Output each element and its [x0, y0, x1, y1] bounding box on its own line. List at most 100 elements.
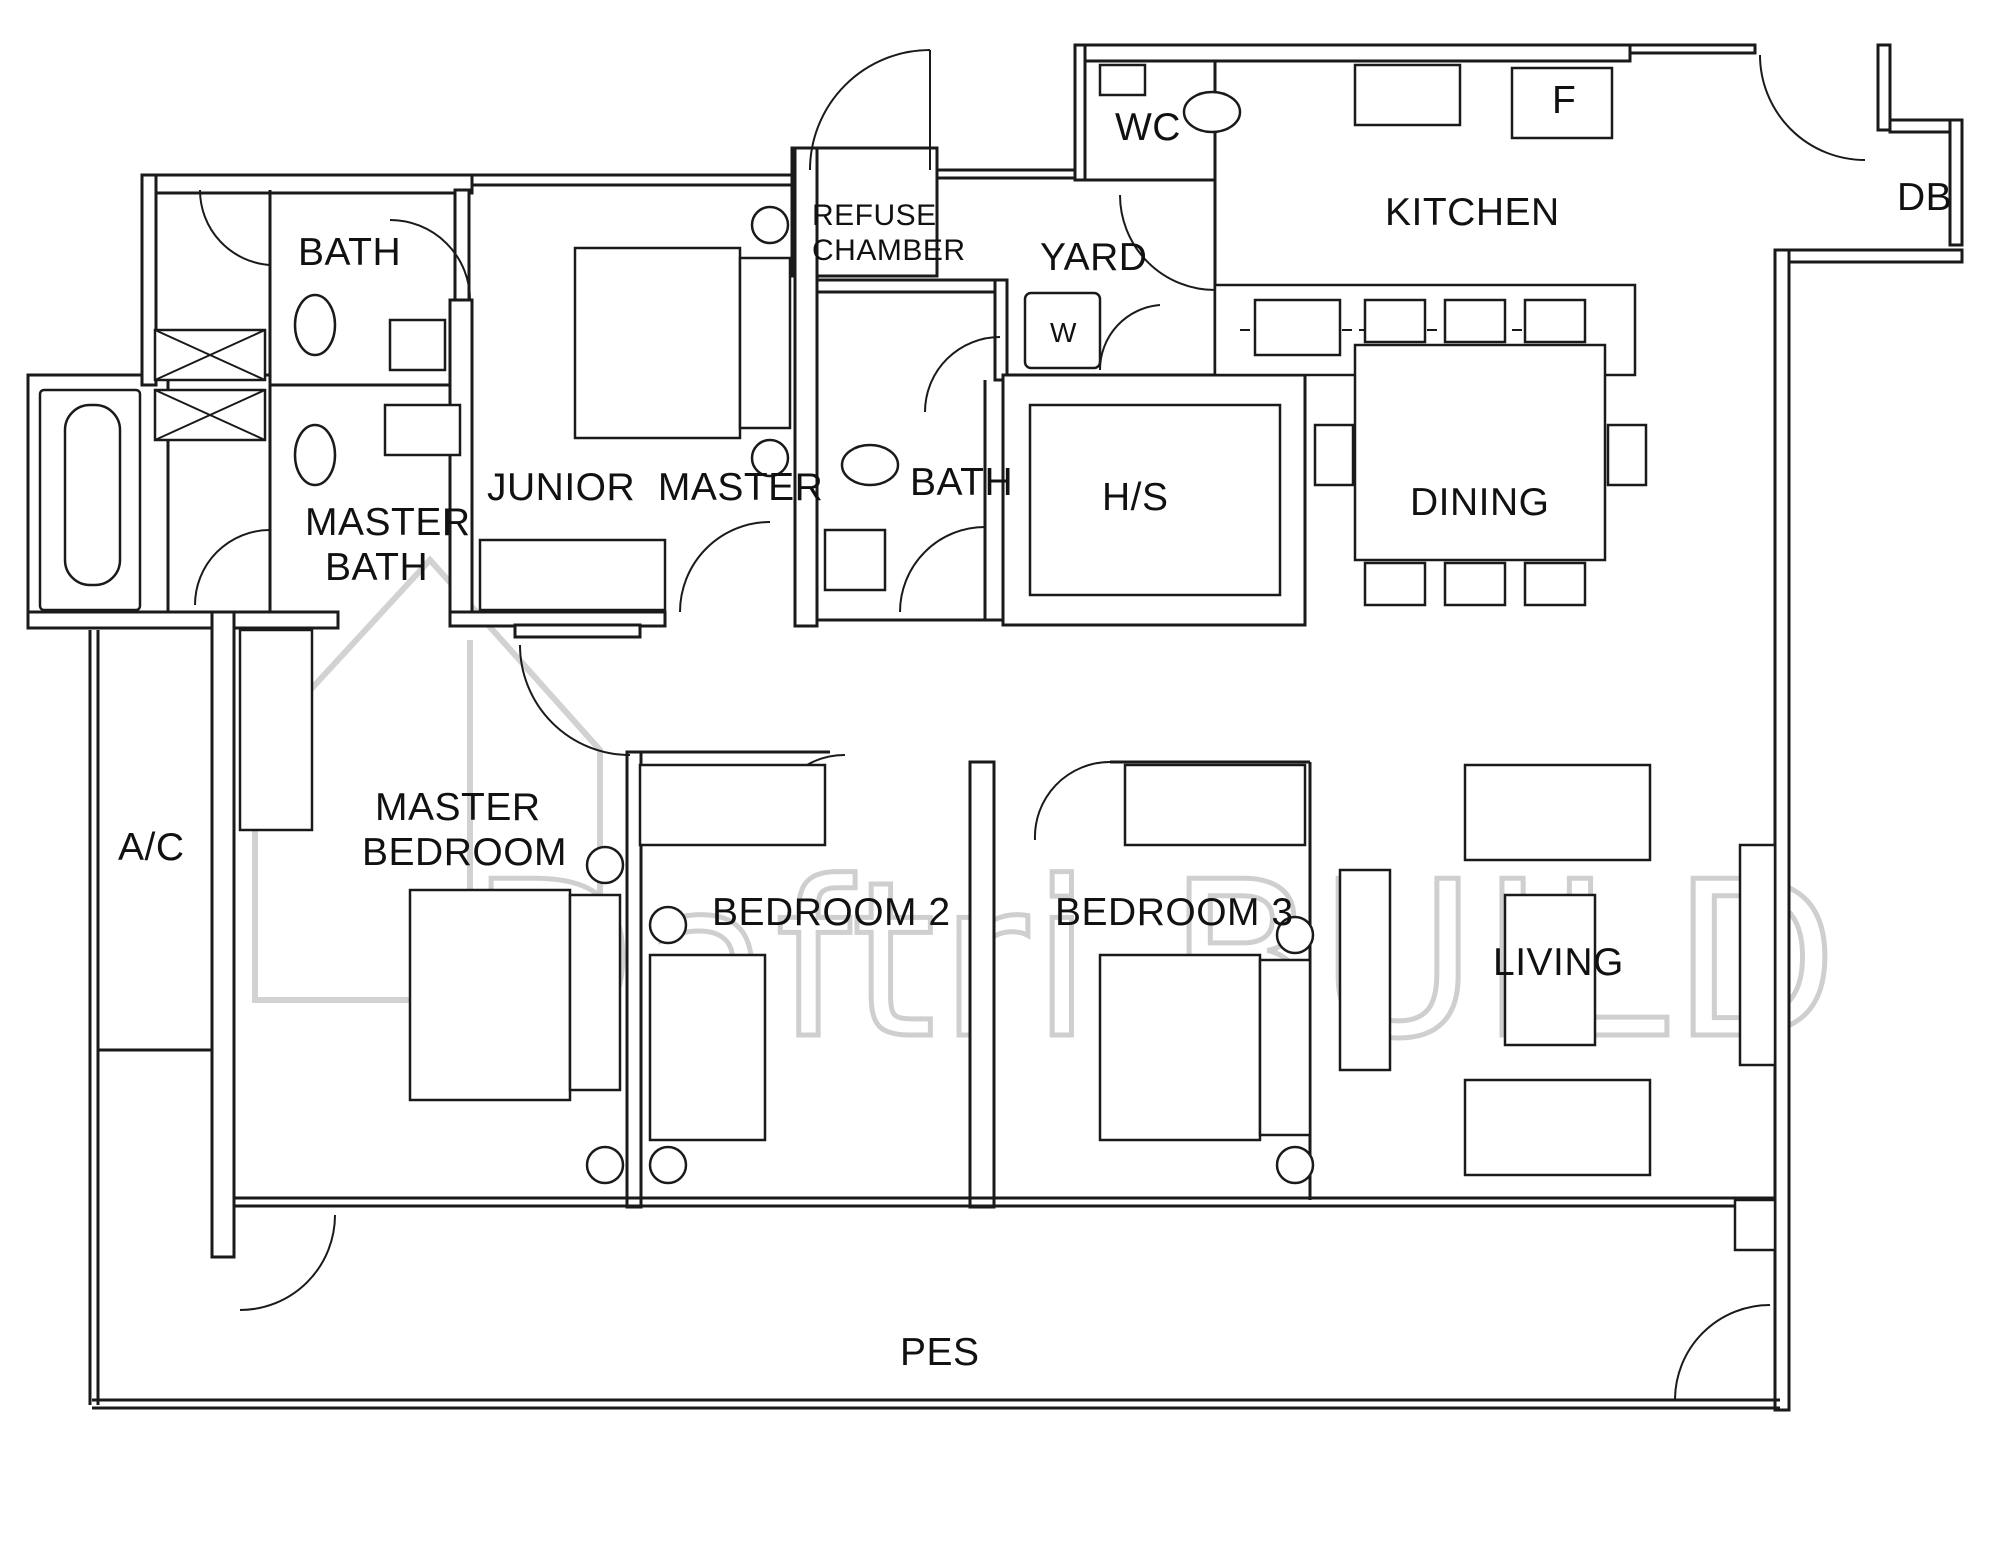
living-sofa	[1338, 868, 1392, 1072]
db-bottom-wall	[1773, 248, 1964, 264]
bedroom3-door-arc	[1033, 761, 1111, 841]
junior-master-pillows	[738, 256, 792, 430]
toilet-wc	[1182, 90, 1242, 134]
bath-right-wall	[453, 188, 471, 302]
junior-wardrobe	[478, 538, 667, 612]
bedroom3-lamp-1	[1275, 915, 1315, 955]
dining-chair-3	[1523, 298, 1587, 344]
wc-left-wall	[1073, 43, 1087, 182]
dining-table	[1353, 343, 1607, 562]
db-right-wall	[1948, 118, 1964, 247]
sink-bath-middle	[823, 528, 887, 592]
bedroom3-lamp-2	[1275, 1145, 1315, 1185]
master-bath-door-arc	[194, 529, 271, 606]
bath-top-wall	[140, 173, 474, 195]
label-pes: PES	[900, 1331, 980, 1374]
bath-door-arc-2	[389, 219, 471, 301]
right-outer-wall	[1773, 248, 1791, 1412]
label-fridge: F	[1552, 79, 1576, 122]
junior-lamp-2	[750, 438, 790, 478]
db-top-wall	[1888, 118, 1957, 134]
bedroom2-wardrobe	[638, 763, 827, 847]
kitchen-top-wall	[1073, 43, 1632, 63]
sink-bath	[388, 318, 447, 372]
sink-wc	[1098, 63, 1147, 97]
shower-2-cross-b	[154, 389, 266, 441]
label-master-bedroom-1: MASTER	[375, 786, 541, 829]
pes-door-arc-right	[1674, 1304, 1771, 1401]
pes-door-arc-left	[239, 1214, 336, 1311]
dining-chair-7	[1313, 423, 1355, 487]
shower-1-cross-b	[154, 329, 266, 381]
dining-chair-8	[1606, 423, 1648, 487]
living-armchairs-bottom	[1463, 1078, 1652, 1177]
kitchen-sink	[1253, 298, 1342, 357]
junior-door-arc	[679, 521, 771, 613]
label-master-bath-1: MASTER	[305, 501, 471, 544]
bathtub-basin	[63, 403, 122, 587]
bedroom2-lamp-2	[648, 1145, 688, 1185]
label-living: LIVING	[1493, 941, 1624, 984]
furniture	[38, 63, 1777, 1252]
yard-top-wall	[935, 168, 1079, 180]
junior-lamp-1	[750, 205, 790, 245]
room-labels: BATH MASTER BATH JUNIOR MASTER REFUSE CH…	[118, 79, 1952, 1374]
bath-middle-top-wall	[815, 278, 1004, 294]
master-bed	[408, 888, 572, 1102]
master-bedroom-door-arc	[519, 644, 631, 756]
label-refuse-2: CHAMBER	[812, 234, 966, 267]
junior-master-top-wall	[470, 173, 794, 187]
bedroom3-bed	[1098, 953, 1262, 1142]
master-lamp-1	[585, 845, 625, 885]
label-bath-middle: BATH	[910, 461, 1013, 504]
label-dining: DINING	[1410, 481, 1550, 524]
junior-master-bed	[573, 246, 742, 440]
yard-door-arc	[1119, 194, 1216, 291]
living-coffee-table	[1503, 893, 1597, 1047]
bath-left-wall	[140, 173, 158, 387]
bath-middle-door-arc-2	[924, 336, 1001, 413]
dining-chair-1	[1363, 298, 1427, 344]
toilet-master-bath	[293, 423, 337, 487]
junior-right-wall	[793, 146, 819, 628]
hs-door-arc	[1098, 304, 1161, 371]
bath-bottom-wall	[26, 610, 340, 630]
label-bedroom-2: BEDROOM 2	[712, 891, 951, 934]
label-washer: W	[1050, 317, 1077, 348]
label-kitchen: KITCHEN	[1385, 191, 1560, 234]
master-wardrobe	[238, 628, 314, 832]
label-db: DB	[1897, 176, 1952, 219]
db-left-wall	[1876, 43, 1892, 132]
bedroom-divider-wall	[968, 760, 996, 1209]
dining-chair-5	[1443, 561, 1507, 607]
label-yard: YARD	[1040, 236, 1147, 279]
label-bedroom-3: BEDROOM 3	[1055, 891, 1294, 934]
main-door-arc	[1759, 54, 1866, 161]
bedroom2-bed	[648, 953, 767, 1142]
toilet-bath-middle	[840, 443, 900, 487]
label-master-bedroom-2: BEDROOM	[362, 831, 567, 874]
hs-inner	[1028, 403, 1282, 597]
master-bed-pillows	[568, 893, 622, 1092]
label-master-bath-2: BATH	[325, 546, 428, 589]
sink-master-bath	[383, 403, 462, 457]
refuse-door-arc	[809, 49, 931, 171]
master-lamp-2	[585, 1145, 625, 1185]
master-bath-right-wall	[448, 298, 474, 627]
fridge	[1510, 66, 1614, 140]
toilet-bath	[293, 293, 337, 357]
master-bedroom-left-wall	[210, 610, 236, 1259]
label-wc: WC	[1115, 106, 1181, 149]
living-armchairs-top	[1463, 763, 1652, 862]
bedroom3-pillows	[1258, 958, 1312, 1137]
label-junior-master: JUNIOR MASTER	[487, 466, 823, 509]
washing-machine	[1023, 291, 1102, 370]
living-tv-console	[1738, 843, 1777, 1067]
bedroom2-lamp-1	[648, 905, 688, 945]
label-ac: A/C	[118, 826, 185, 869]
dining-chair-6	[1523, 561, 1587, 607]
entry-top-wall	[1628, 43, 1757, 55]
bath-door-arc	[198, 189, 271, 266]
bath-middle-door-arc	[899, 526, 986, 613]
